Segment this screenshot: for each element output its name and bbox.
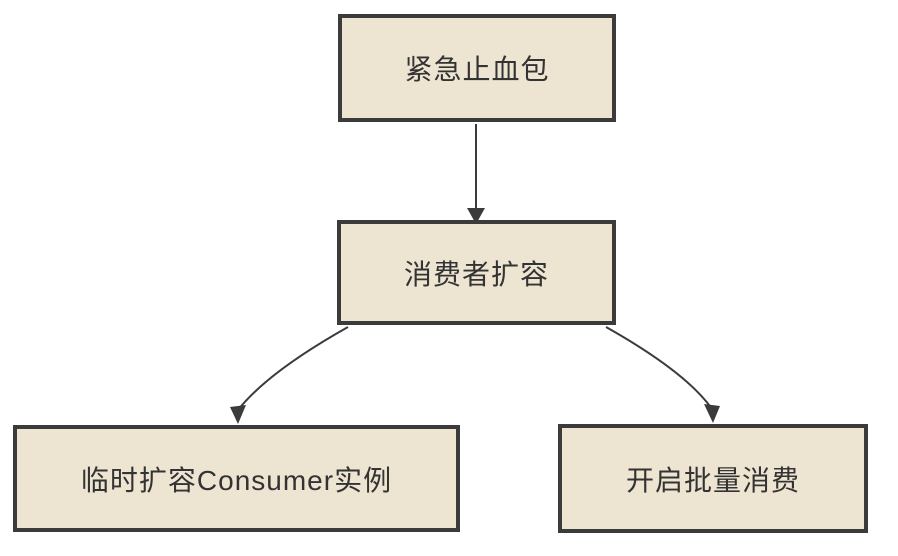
flow-node-emergency-kit-label: 紧急止血包	[404, 54, 550, 85]
flow-node-enable-batch-consumption: 开启批量消费	[558, 424, 868, 533]
flow-node-enable-batch-consumption-label: 开启批量消费	[625, 464, 800, 496]
flow-node-scale-consumer-instances-label: 临时扩容Consumer实例	[80, 464, 393, 496]
arrow-emergency-to-scaling	[467, 124, 485, 224]
flow-node-emergency-kit: 紧急止血包	[338, 14, 616, 122]
arrow-scaling-to-instances	[230, 326, 349, 424]
arrow-scaling-to-batch	[605, 326, 720, 423]
flow-node-consumer-scaling: 消费者扩容	[337, 220, 616, 325]
flow-node-consumer-scaling-label: 消费者扩容	[403, 258, 549, 290]
flow-node-scale-consumer-instances: 临时扩容Consumer实例	[13, 425, 460, 532]
